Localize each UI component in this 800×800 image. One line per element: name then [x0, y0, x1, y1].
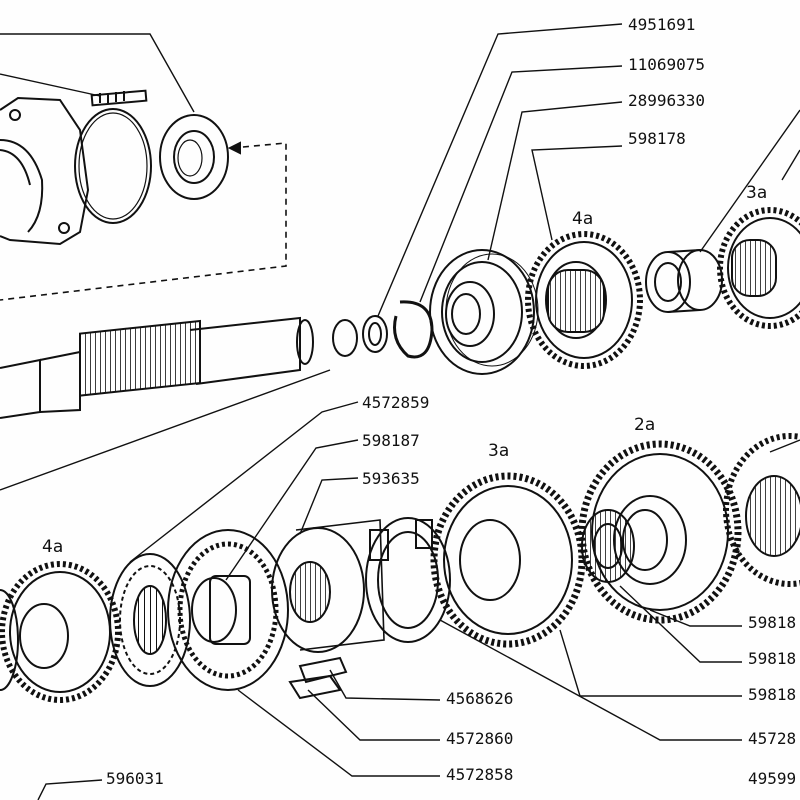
- dashed-assembly-bracket: [0, 142, 287, 301]
- leader-lines: [0, 23, 800, 800]
- part-number-593635: 593635: [362, 469, 420, 488]
- gear-label-3a-top: 3a: [746, 183, 767, 203]
- snap-ring: [393, 300, 434, 359]
- o-ring: [74, 108, 152, 224]
- flange-housing: [0, 96, 90, 246]
- part-number-596031: 596031: [106, 769, 164, 788]
- part-number-11069075: 11069075: [628, 55, 705, 74]
- gear-partial-right: [723, 433, 800, 587]
- gear-label-2a-bottom: 2a: [634, 415, 655, 435]
- part-number-4572859: 4572859: [362, 393, 429, 412]
- gear-4a-bottom: [0, 561, 121, 703]
- gear-label-3a-bottom: 3a: [488, 441, 509, 461]
- part-number-598187: 598187: [362, 431, 420, 450]
- stud-bolt: [90, 89, 148, 107]
- part-number-45728: 45728: [748, 729, 796, 748]
- part-number-59818-1: 59818: [748, 613, 796, 632]
- synchro-ring-1: [109, 553, 191, 687]
- gear-partial-left: [0, 589, 19, 691]
- synchro-ring-2: [365, 517, 451, 643]
- detent-keys: [288, 656, 348, 700]
- part-number-49599: 49599: [748, 769, 796, 788]
- part-number-4568626: 4568626: [446, 689, 513, 708]
- gear-4a-top: [525, 231, 643, 369]
- synchro-sleeve: [271, 519, 385, 653]
- gear-3a-bottom: [430, 472, 586, 648]
- gear-label-4a-bottom: 4a: [42, 537, 63, 557]
- ball-bearing: [429, 249, 539, 375]
- oil-seal: [159, 114, 229, 200]
- part-number-4572860: 4572860: [446, 729, 513, 748]
- gear-3a-top: [717, 207, 800, 329]
- needle-bearing: [581, 509, 635, 583]
- part-number-59818-3: 59818: [748, 685, 796, 704]
- part-number-4951691: 4951691: [628, 15, 695, 34]
- part-number-28996330: 28996330: [628, 91, 705, 110]
- main-shaft: [0, 315, 388, 419]
- spacer-sleeve: [645, 249, 723, 313]
- part-number-598178: 598178: [628, 129, 686, 148]
- part-number-59818-2: 59818: [748, 649, 796, 668]
- synchro-hub-gear: [167, 529, 289, 691]
- gear-label-4a-top: 4a: [572, 209, 593, 229]
- part-number-4572858: 4572858: [446, 765, 513, 784]
